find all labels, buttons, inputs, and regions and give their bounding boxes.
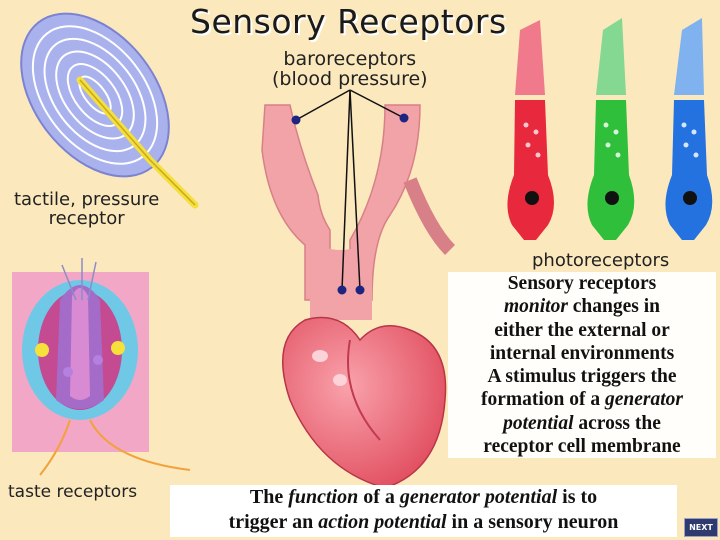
- tactile-label: tactile, pressure receptor: [14, 189, 160, 229]
- photoreceptor-blue: [665, 18, 713, 240]
- caption-p1-em: monitor: [503, 296, 568, 318]
- bottom-t2: of a: [358, 486, 400, 508]
- tactile-label-line1: tactile, pressure: [14, 189, 160, 210]
- caption-p2-em1: generator: [605, 389, 684, 411]
- caption-p2-em2: potential: [503, 412, 574, 434]
- taste-receptors-label: taste receptors: [8, 482, 138, 502]
- photoreceptors-label: photoreceptors: [532, 250, 670, 271]
- baroreceptor-pointer-lines: [291, 89, 409, 295]
- bottom-em3: action potential: [318, 511, 447, 533]
- baroreceptors-label: baroreceptors (blood pressure): [272, 48, 428, 90]
- caption-p2-line4: receptor cell membrane: [483, 436, 681, 458]
- caption-p2-line1: A stimulus triggers the: [487, 366, 677, 388]
- baroreceptors-label-main: baroreceptors: [283, 48, 417, 70]
- tactile-receptor-illustration: [20, 12, 199, 209]
- caption-p2-after-em: across the: [573, 412, 661, 434]
- caption-p2-before-em: formation of a: [480, 389, 606, 411]
- caption-text: Sensory receptors monitor changes in eit…: [448, 272, 716, 459]
- bottom-em1: function: [288, 486, 359, 508]
- bottom-t4: trigger an: [228, 511, 319, 533]
- blood-vessels-illustration: [261, 104, 456, 320]
- page-title: Sensory Receptors: [190, 2, 507, 41]
- bottom-statement: The function of a generator potential is…: [170, 485, 677, 537]
- caption-p1-after-em: changes in: [567, 296, 661, 318]
- photoreceptor-green: [587, 18, 635, 240]
- next-button[interactable]: NEXT: [684, 518, 718, 537]
- bottom-em2: generator potential: [399, 486, 558, 508]
- caption-p1-line3: either the external or: [494, 319, 670, 341]
- tactile-label-line2: receptor: [48, 207, 125, 229]
- bottom-t3: is to: [557, 486, 598, 508]
- bottom-t1: The: [249, 486, 289, 508]
- caption-p1-line1: Sensory receptors: [507, 273, 657, 294]
- baroreceptors-label-sub: (blood pressure): [272, 67, 428, 90]
- photoreceptor-red: [507, 20, 554, 240]
- caption-p1-line4: internal environments: [489, 342, 675, 364]
- bottom-t5: in a sensory neuron: [446, 511, 619, 533]
- taste-receptor-illustration: [12, 258, 191, 476]
- heart-illustration: [282, 316, 447, 489]
